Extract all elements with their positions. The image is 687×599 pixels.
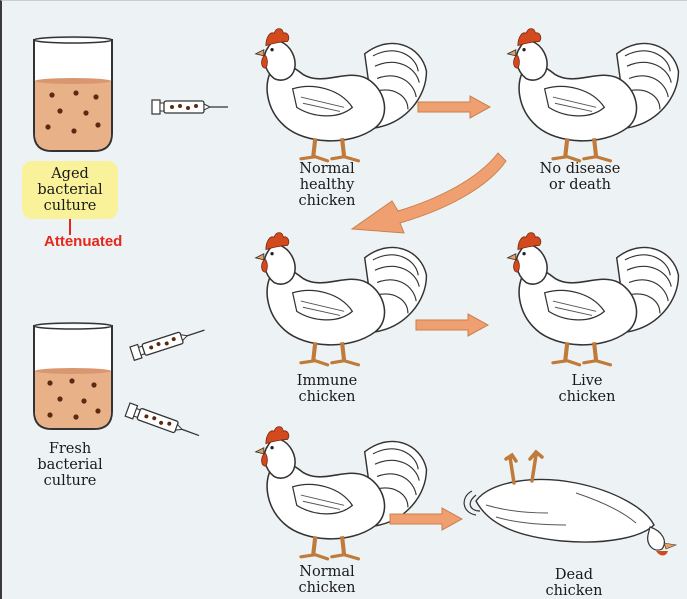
arrow-to-live [416, 314, 496, 338]
syringe-fresh-to-immune [126, 319, 236, 359]
aged-culture-tube [30, 37, 116, 155]
live-chicken-figure [502, 229, 682, 369]
aged-culture-label: Aged bacterial culture [14, 166, 126, 214]
syringe-aged [152, 100, 252, 116]
fresh-culture-label: Fresh bacterial culture [14, 441, 126, 489]
syringe-fresh-to-normal [124, 399, 234, 443]
no-disease-label: No disease or death [520, 161, 640, 193]
attenuated-label: Attenuated [44, 233, 122, 250]
dead-chicken-label: Dead chicken [524, 567, 624, 599]
normal-healthy-chicken-figure [250, 25, 430, 165]
live-chicken-label: Live chicken [542, 373, 632, 405]
arrow-to-dead [390, 508, 470, 532]
arrow-to-no-disease [418, 96, 498, 120]
dead-chicken-figure [466, 453, 682, 565]
no-disease-chicken-figure [502, 25, 682, 165]
fresh-culture-tube [30, 323, 116, 433]
arrow-curved-to-immune [338, 149, 508, 239]
immune-chicken-label: Immune chicken [272, 373, 382, 405]
immune-chicken-figure [250, 229, 430, 369]
normal-chicken-figure [250, 423, 430, 563]
normal-chicken-label: Normal chicken [272, 564, 382, 596]
